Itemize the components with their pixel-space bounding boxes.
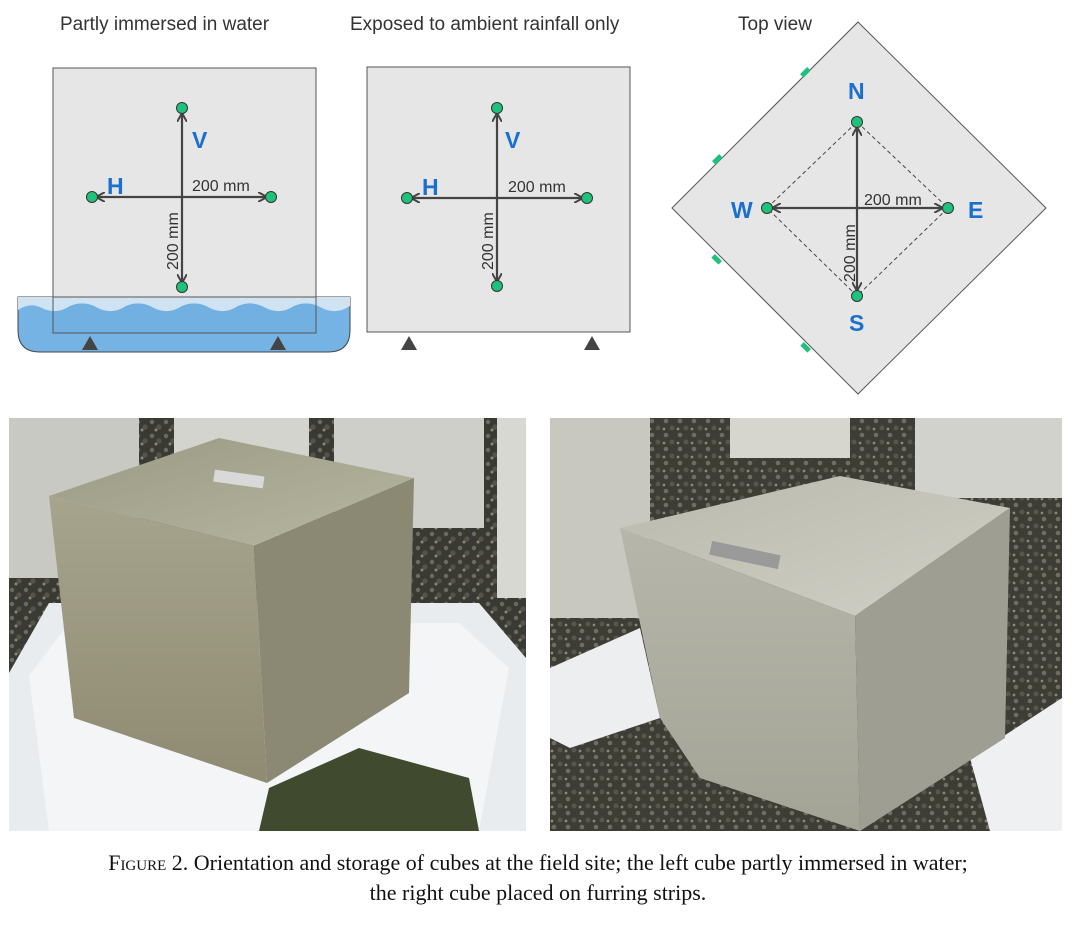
furring-strip <box>800 67 811 78</box>
label-s: S <box>849 310 864 336</box>
furring-strip <box>711 254 722 265</box>
figure-label: Figure 2. <box>108 850 189 875</box>
sensor-dot <box>86 191 98 203</box>
sensor-dot <box>491 102 503 114</box>
horizontal-distance: 200 mm <box>192 178 250 195</box>
caption-line-1: Figure 2. Orientation and storage of cub… <box>0 848 1076 878</box>
label-h: H <box>107 173 124 199</box>
photo-immersed-cube <box>9 418 526 831</box>
vertical-distance: 200 mm <box>165 212 182 270</box>
sensor-dot <box>851 290 863 302</box>
label-v: V <box>192 127 208 153</box>
horizontal-distance: 200 mm <box>864 192 922 209</box>
panel-topview: N S W E 200 mm 200 mm <box>671 21 1047 395</box>
support-icon <box>584 336 600 350</box>
caption-text: Orientation and storage of cubes at the … <box>188 850 968 875</box>
figure-caption: Figure 2. Orientation and storage of cub… <box>0 848 1076 908</box>
label-h: H <box>422 174 439 200</box>
support-icon <box>270 336 286 350</box>
support-icon <box>401 336 417 350</box>
caption-line-2: the right cube placed on furring strips. <box>369 880 707 905</box>
sensor-dot <box>401 192 413 204</box>
furring-strip <box>712 154 723 165</box>
furring-strip <box>800 342 811 353</box>
panel-immersed: V H 200 mm 200 mm <box>17 67 351 353</box>
support-icon <box>82 336 98 350</box>
diagram-title-rainfall: Exposed to ambient rainfall only <box>350 14 620 35</box>
diagram-title-topview: Top view <box>738 14 812 35</box>
sensor-dot <box>581 192 593 204</box>
sensor-dot <box>761 202 773 214</box>
sensor-dot <box>942 202 954 214</box>
label-e: E <box>968 197 983 223</box>
label-v: V <box>505 127 521 153</box>
label-w: W <box>731 197 753 223</box>
sensor-dot <box>176 102 188 114</box>
diagram-figure: V H 200 mm 200 mm V H 200 mm 200 mm <box>17 21 1047 395</box>
sensor-dot <box>265 191 277 203</box>
sensor-dot <box>851 116 863 128</box>
sensor-dot <box>491 280 503 292</box>
photo-rainfall-cube <box>550 418 1062 831</box>
panel-rainfall: V H 200 mm 200 mm <box>366 66 631 350</box>
sensor-dot <box>176 281 188 293</box>
vertical-distance: 200 mm <box>842 224 859 282</box>
water-surface <box>18 297 350 312</box>
label-n: N <box>848 78 865 104</box>
diagram-title-immersed: Partly immersed in water <box>60 14 270 35</box>
horizontal-distance: 200 mm <box>508 179 566 196</box>
water-tank <box>17 296 351 353</box>
vertical-distance: 200 mm <box>480 212 497 270</box>
